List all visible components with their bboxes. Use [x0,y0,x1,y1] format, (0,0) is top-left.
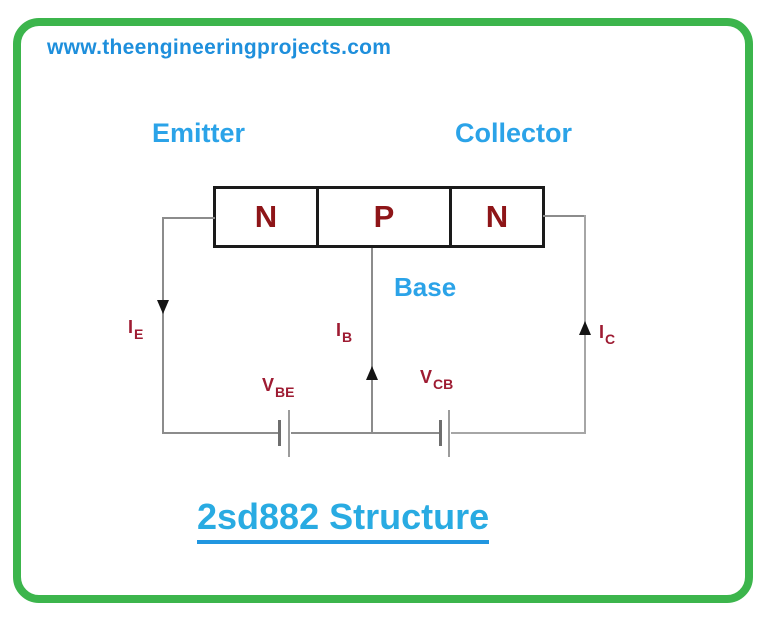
base-label: Base [394,272,457,302]
emitter-n-region: N [254,199,278,234]
green-border-frame [13,18,753,603]
website-url: www.theengineeringprojects.com [47,36,392,59]
current-symbol: I [599,322,605,342]
base-current-arrow-up-icon [366,366,378,380]
emitter-current-arrow-down-icon [157,300,169,314]
voltage-subscript: BE [275,384,295,400]
page-title: 2sd882 Structure [197,496,490,544]
collector-n-region: N [449,189,542,245]
collector-current-label: IC [599,322,615,347]
base-p-region: P [316,189,449,245]
current-symbol: I [336,320,342,340]
battery-vcb-long-plate-icon [448,410,450,457]
voltage-symbol: V [420,367,433,387]
current-symbol: I [128,317,134,337]
collector-wire-horizontal [543,215,586,217]
emitter-current-label: IE [128,317,143,342]
bottom-wire-segment-right [451,432,586,434]
emitter-wire-horizontal [162,217,215,219]
current-subscript: B [342,329,353,345]
collector-current-arrow-up-icon [579,321,591,335]
current-subscript: E [134,326,144,342]
battery-vcb-short-plate-icon [439,420,442,446]
collector-label: Collector [455,118,573,148]
npn-structure-box: N P N [213,186,545,248]
bottom-wire-segment-left [162,432,279,434]
vcb-voltage-label: VCB [420,367,453,392]
voltage-symbol: V [262,375,275,395]
base-wire-vertical [371,248,373,434]
base-current-label: IB [336,320,352,345]
current-subscript: C [605,331,616,347]
voltage-subscript: CB [433,376,454,392]
bottom-wire-segment-middle [291,432,440,434]
emitter-wire-vertical [162,217,164,434]
vbe-voltage-label: VBE [262,375,294,400]
battery-vbe-long-plate-icon [288,410,290,457]
battery-vbe-short-plate-icon [278,420,281,446]
emitter-label: Emitter [152,118,246,148]
